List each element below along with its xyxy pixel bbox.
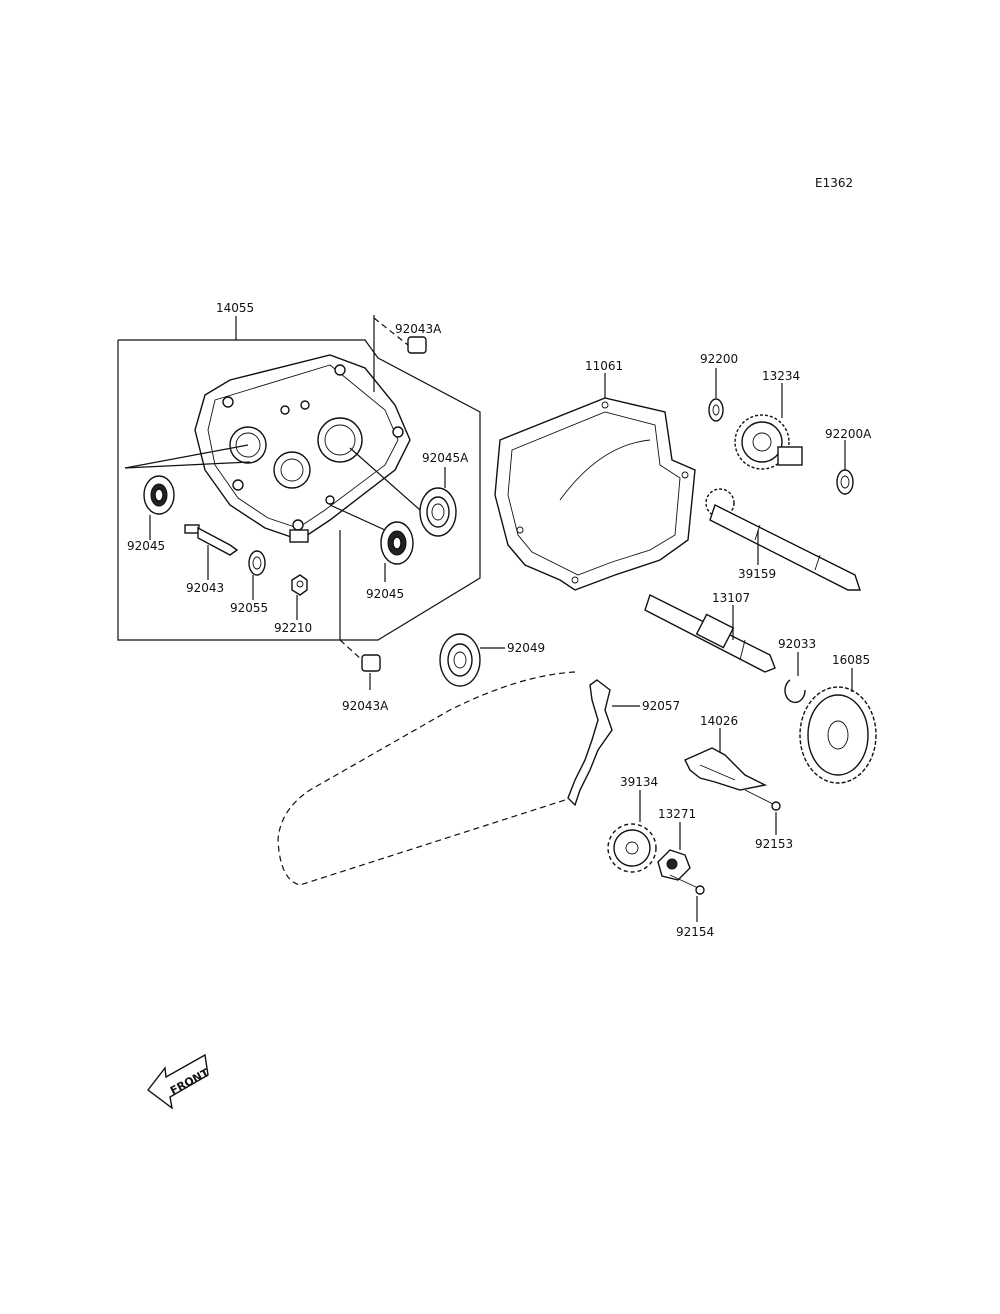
guide-14026 — [684, 728, 768, 791]
chain-92057 — [277, 671, 640, 886]
bearing-92049 — [439, 633, 505, 687]
label-92045A: 92045A — [422, 451, 469, 465]
circlip-92033 — [784, 652, 806, 704]
label-92045-left: 92045 — [127, 539, 165, 553]
gear-16085 — [799, 668, 877, 784]
label-92043: 92043 — [186, 581, 224, 595]
label-39159: 39159 — [738, 567, 776, 581]
plate-13271 — [657, 822, 691, 881]
label-11061: 11061 — [585, 359, 623, 373]
washer-92055 — [248, 550, 266, 600]
gasket-11061 — [494, 373, 696, 591]
label-13107: 13107 — [712, 591, 750, 605]
diagram-code: E1362 — [815, 176, 853, 190]
label-92043A-bottom: 92043A — [342, 699, 389, 713]
oil-seal-left — [124, 444, 251, 540]
label-92045-mid: 92045 — [366, 587, 404, 601]
label-92033: 92033 — [778, 637, 816, 651]
group-bracket-14055 — [117, 316, 481, 641]
dowel-pin-top — [373, 315, 427, 392]
label-13271: 13271 — [658, 807, 696, 821]
dowel-pin-bottom — [339, 530, 381, 690]
label-14026: 14026 — [700, 714, 738, 728]
label-92057: 92057 — [642, 699, 680, 713]
label-14055: 14055 — [216, 301, 254, 315]
label-92154: 92154 — [676, 925, 714, 939]
washer-92200A — [836, 440, 854, 495]
label-92055: 92055 — [230, 601, 268, 615]
label-92049: 92049 — [507, 641, 545, 655]
label-13234: 13234 — [762, 369, 800, 383]
crankcase-cover — [194, 354, 411, 543]
nut-92210 — [291, 574, 308, 620]
label-92210: 92210 — [274, 621, 312, 635]
label-16085: 16085 — [832, 653, 870, 667]
bolt-92154 — [669, 874, 705, 922]
label-92200: 92200 — [700, 352, 738, 366]
label-92043A-top: 92043A — [395, 322, 442, 336]
bolt-92043 — [184, 524, 239, 580]
label-92153: 92153 — [755, 837, 793, 851]
bearing-92045A — [349, 447, 457, 537]
sprocket-39134 — [607, 790, 657, 873]
label-92200A: 92200A — [825, 427, 872, 441]
gear-13234 — [734, 383, 803, 470]
oil-seal-mid — [329, 504, 414, 582]
washer-92200 — [708, 368, 724, 422]
front-arrow-icon — [147, 1053, 209, 1110]
label-39134: 39134 — [620, 775, 658, 789]
shaft-39159 — [705, 488, 861, 591]
shaft-13107 — [644, 594, 776, 673]
bolt-92153 — [744, 789, 781, 835]
